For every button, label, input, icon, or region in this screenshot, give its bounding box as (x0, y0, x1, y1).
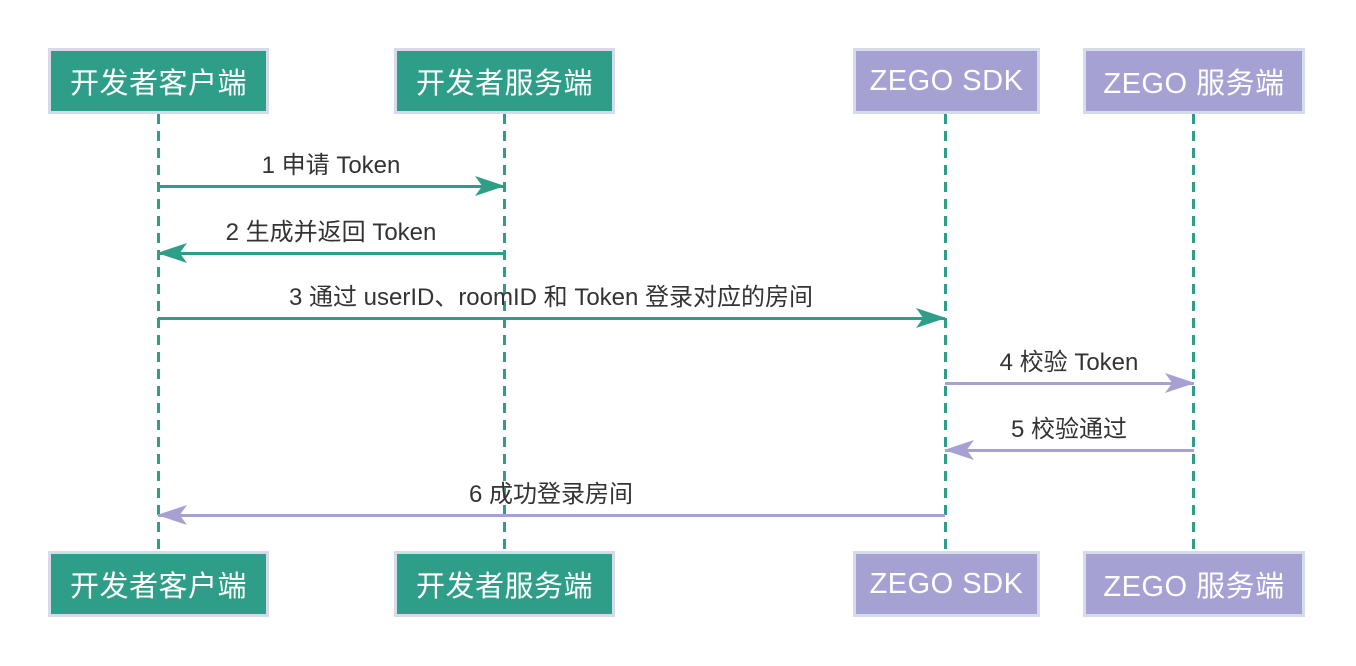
actor-top-zego-sdk: ZEGO SDK (853, 48, 1040, 114)
lifeline-zego-sdk (944, 114, 947, 551)
actor-label: ZEGO SDK (869, 567, 1024, 600)
arrow-line (158, 317, 945, 320)
actor-label: ZEGO 服务端 (1103, 571, 1285, 603)
arrow-line (158, 514, 945, 517)
lifeline-developer-client (157, 114, 160, 551)
message-4-label: 4 校验 Token (999, 349, 1139, 376)
actor-label: ZEGO 服务端 (1103, 68, 1285, 100)
arrow-line (945, 382, 1194, 385)
message-3-label: 3 通过 userID、roomID 和 Token 登录对应的房间 (288, 284, 814, 311)
actor-top-zego-server: ZEGO 服务端 (1083, 48, 1305, 114)
message-3-arrow (158, 308, 946, 328)
actor-label: 开发者客户端 (69, 68, 247, 100)
actor-bottom-zego-sdk: ZEGO SDK (853, 551, 1040, 617)
arrow-line (158, 252, 504, 255)
actor-bottom-zego-server: ZEGO 服务端 (1083, 551, 1305, 617)
actor-label: 开发者客户端 (69, 571, 247, 603)
actor-label: 开发者服务端 (415, 571, 593, 603)
message-2-arrow (157, 243, 504, 263)
actor-top-developer-server: 开发者服务端 (394, 48, 615, 114)
message-6-arrow (157, 505, 945, 525)
message-5-arrow (944, 440, 1194, 460)
arrow-line (945, 449, 1194, 452)
message-1-arrow (158, 176, 505, 196)
actor-bottom-developer-client: 开发者客户端 (48, 551, 269, 617)
actor-top-developer-client: 开发者客户端 (48, 48, 269, 114)
actor-label: 开发者服务端 (415, 68, 593, 100)
message-2-label: 2 生成并返回 Token (225, 219, 437, 246)
message-5-label: 5 校验通过 (1010, 416, 1128, 443)
actor-bottom-developer-server: 开发者服务端 (394, 551, 615, 617)
lifeline-zego-server (1192, 114, 1195, 551)
message-6-label: 6 成功登录房间 (468, 481, 634, 508)
actor-label: ZEGO SDK (869, 64, 1024, 97)
arrow-line (158, 185, 504, 188)
message-4-arrow (945, 373, 1195, 393)
message-1-label: 1 申请 Token (261, 152, 401, 179)
lifeline-developer-server (503, 114, 506, 551)
